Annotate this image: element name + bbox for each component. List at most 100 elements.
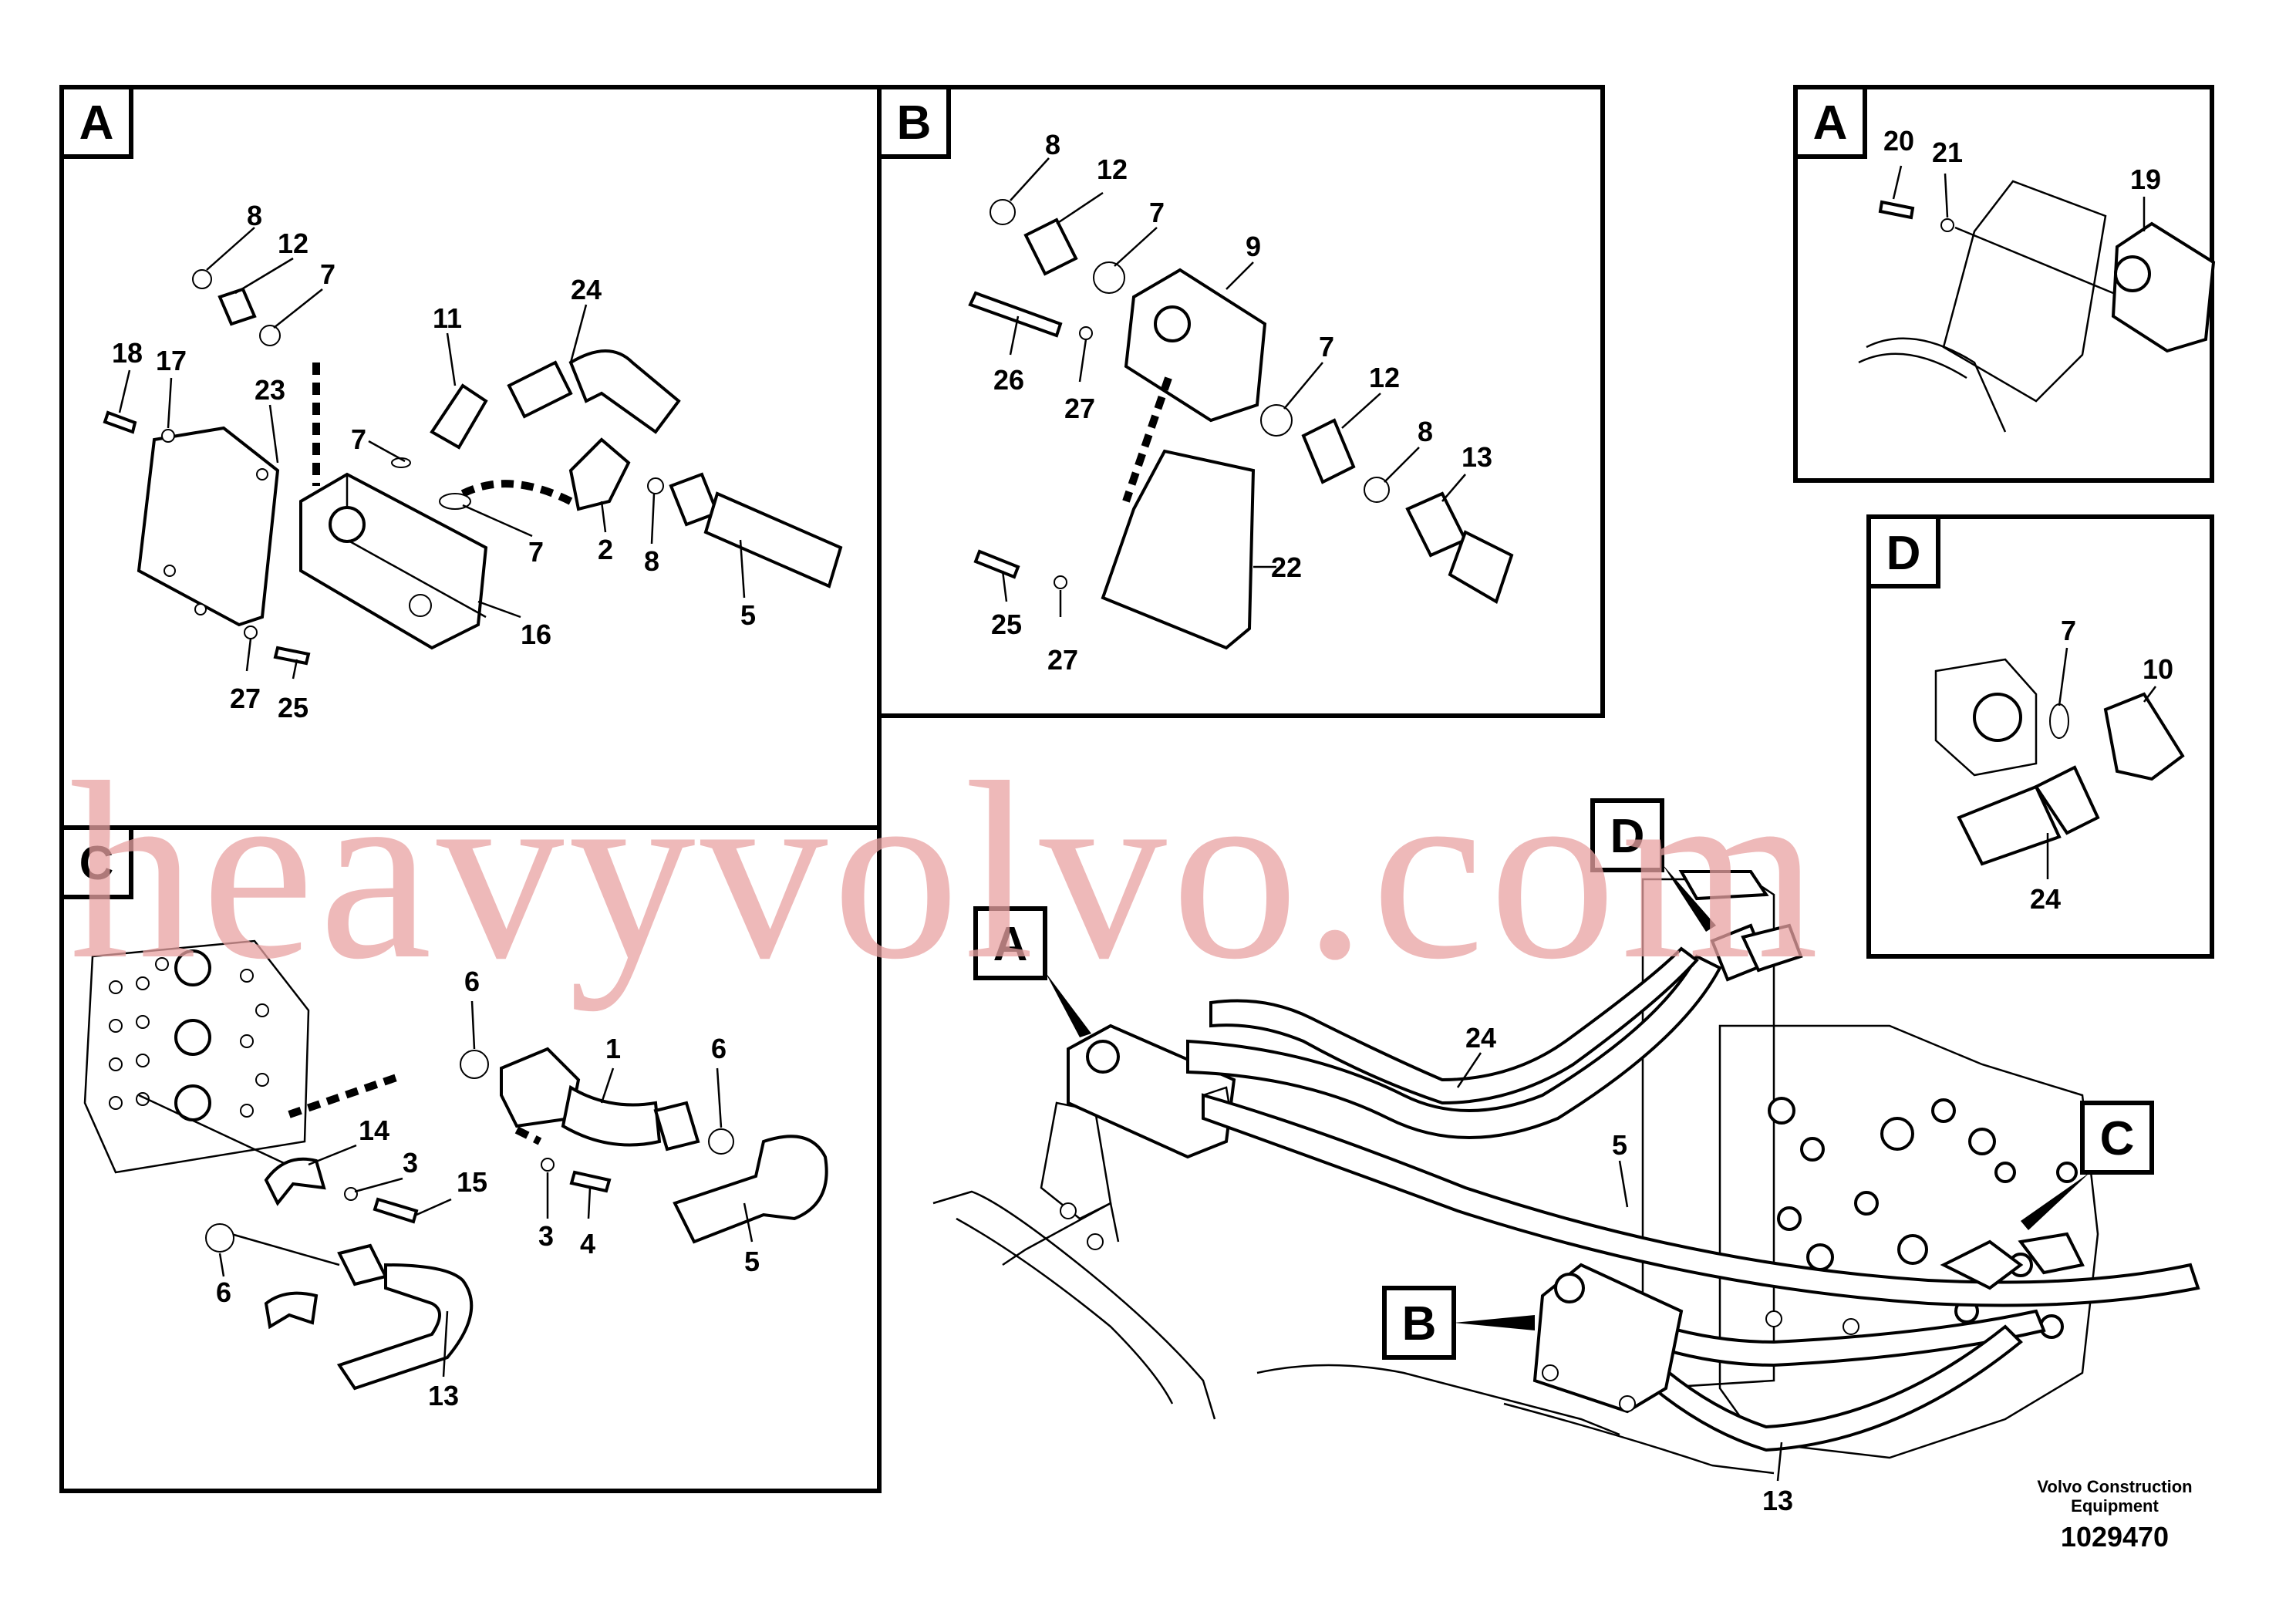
bolt-25 (973, 549, 1020, 579)
panel-a2-tag: A (1813, 96, 1848, 150)
washer-21 (1940, 218, 1954, 232)
brand-line-2: Equipment (2071, 1496, 2159, 1516)
callout: 12 (1097, 153, 1128, 185)
chassis-bracket (1002, 1202, 1120, 1266)
leader (1618, 1160, 1629, 1208)
main-block-a-port (1086, 1040, 1120, 1074)
main-tag-c-box (2080, 1101, 2154, 1175)
panel-c-tag: C (79, 837, 114, 890)
chassis-outline-inner (956, 1217, 1174, 1404)
bracket-hole (1060, 1202, 1077, 1219)
panel-b-frame (877, 85, 1605, 718)
callout: 24 (1465, 1022, 1496, 1054)
elbow-d (1741, 923, 1803, 973)
clamp-14 (264, 1157, 326, 1206)
panel-a-leaders (118, 227, 746, 679)
fitting-11b (507, 360, 573, 419)
callout: 24 (571, 274, 602, 305)
main-tag-d-group: D (1590, 798, 1716, 932)
oring-7 (1093, 261, 1125, 294)
callout: 5 (740, 599, 756, 631)
fitting-12 (1023, 218, 1078, 276)
main-tag-b-group: B (1382, 1286, 1535, 1360)
block-19 (2111, 221, 2216, 353)
callout: 25 (991, 609, 1022, 640)
oring-7 (2049, 703, 2069, 739)
block-port (329, 506, 366, 543)
callout: 7 (2061, 615, 2076, 646)
clamp-c (1940, 1239, 2024, 1290)
panel-d-tag: D (1886, 527, 1921, 580)
callout: 10 (2143, 653, 2173, 685)
callout: 17 (156, 345, 187, 376)
hose-5 (703, 491, 843, 588)
block-port (2114, 255, 2151, 292)
brand-line-1: Volvo Construction (2037, 1477, 2192, 1496)
valve-face (1934, 658, 2038, 777)
washer-17 (161, 429, 175, 443)
callout: 13 (1462, 441, 1492, 473)
callout: 12 (1369, 362, 1400, 393)
elbow-2 (568, 437, 631, 511)
block-port (1154, 305, 1191, 342)
callout: 27 (230, 683, 261, 714)
panel-c-frame (59, 825, 882, 1493)
panel-a2-tag-box (1793, 85, 1867, 159)
hose-24 (568, 349, 681, 434)
pointer-a (1045, 972, 1091, 1037)
frame-outline (1858, 337, 2007, 433)
fitting-12 (217, 287, 257, 326)
clamp-14b (264, 1291, 319, 1330)
watermark: heavyvolvo.com (69, 730, 1823, 1012)
callout: 8 (1418, 416, 1433, 447)
oring-6b (708, 1128, 734, 1155)
block-port (409, 594, 432, 617)
bolt-26 (968, 291, 1063, 338)
callout: 2 (598, 534, 613, 565)
dash-line (460, 480, 573, 505)
callout: 7 (1149, 197, 1165, 228)
callout: 3 (403, 1147, 418, 1179)
main-block-b-port (1554, 1273, 1585, 1303)
valve-block (83, 939, 310, 1174)
elbow-11 (430, 383, 488, 450)
callout: 25 (278, 692, 308, 723)
callout: 7 (528, 536, 544, 568)
main-tag-a-box (973, 906, 1047, 980)
fitting-24 (2034, 765, 2100, 835)
bolt-25 (273, 646, 311, 666)
hose-5 (673, 1135, 828, 1244)
hose-24-main (1186, 954, 1722, 1139)
hose-13-main (1617, 1324, 2023, 1452)
washer-3b (541, 1158, 555, 1172)
oring-8b (647, 477, 664, 494)
fitting-1 (653, 1101, 700, 1152)
chassis-outline (932, 1190, 1216, 1420)
panel-b-leaders (1001, 157, 1466, 617)
washer-27 (1079, 326, 1093, 340)
callout: 13 (428, 1380, 459, 1411)
oring-7b (1260, 404, 1293, 437)
callout: 15 (457, 1166, 487, 1198)
panel-d-tag-box (1866, 514, 1940, 588)
callout: 19 (2130, 164, 2161, 195)
bracket-a (1040, 1101, 1112, 1220)
panel-c-callouts: 6 1 6 14 3 15 3 4 5 6 13 (216, 966, 760, 1411)
fitting-13 (1405, 491, 1468, 558)
axis-line (231, 1233, 340, 1266)
panel-a2: A 20 21 19 (1793, 85, 2216, 483)
main-tag-d-box (1590, 798, 1664, 872)
panel-d: D 7 10 24 (1866, 514, 2214, 959)
plate-23 (137, 426, 280, 627)
drawing-number: 1029470 (2061, 1521, 2169, 1553)
main-view: A B D C 24 5 13 (932, 798, 2200, 1516)
tube-13 (336, 1263, 474, 1391)
callout: 4 (580, 1228, 595, 1259)
callout: 5 (1612, 1129, 1627, 1161)
callout: 3 (538, 1220, 554, 1252)
callout: 6 (711, 1033, 727, 1064)
panel-c-tag-box (59, 825, 133, 899)
callout: 8 (1045, 129, 1060, 160)
panel-d-frame (1866, 514, 2214, 959)
